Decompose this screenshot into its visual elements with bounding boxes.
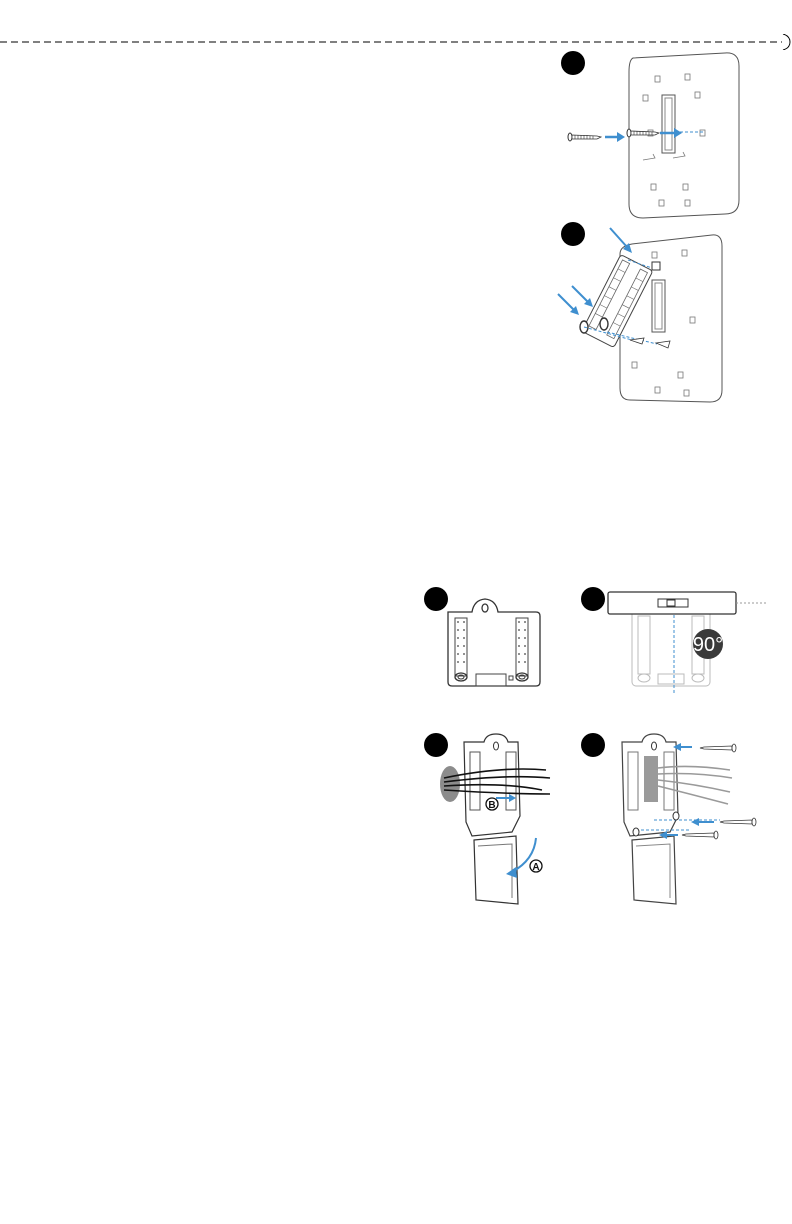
figure-mount-plate (422, 586, 546, 692)
step-badge (424, 587, 448, 611)
figure-wiring: B A (422, 732, 570, 908)
mount-plate-icon (422, 586, 546, 692)
angle-label: 90° (693, 634, 723, 656)
figure-wallplate-attach (552, 222, 748, 404)
figure-final-screws (580, 732, 762, 908)
wiring-illustration: B A (422, 732, 570, 908)
step-badge (561, 222, 585, 246)
step-badge (581, 587, 605, 611)
level-illustration: 90° (580, 586, 770, 694)
screw-icon (568, 133, 601, 141)
figure-wallplate-screw (555, 50, 745, 220)
figure-level: 90° (580, 586, 770, 694)
fold-line (0, 34, 792, 50)
step-badge (581, 733, 605, 757)
dashed-fold-line (0, 34, 792, 50)
final-screws-illustration (580, 732, 762, 908)
step-badge (561, 51, 585, 75)
screw-icon (682, 744, 756, 839)
step-badge (424, 733, 448, 757)
wallplate-attach-illustration (552, 222, 748, 404)
callout-a: A (532, 862, 539, 873)
wallplate-screw-illustration (555, 50, 745, 220)
callout-b: B (488, 800, 495, 811)
